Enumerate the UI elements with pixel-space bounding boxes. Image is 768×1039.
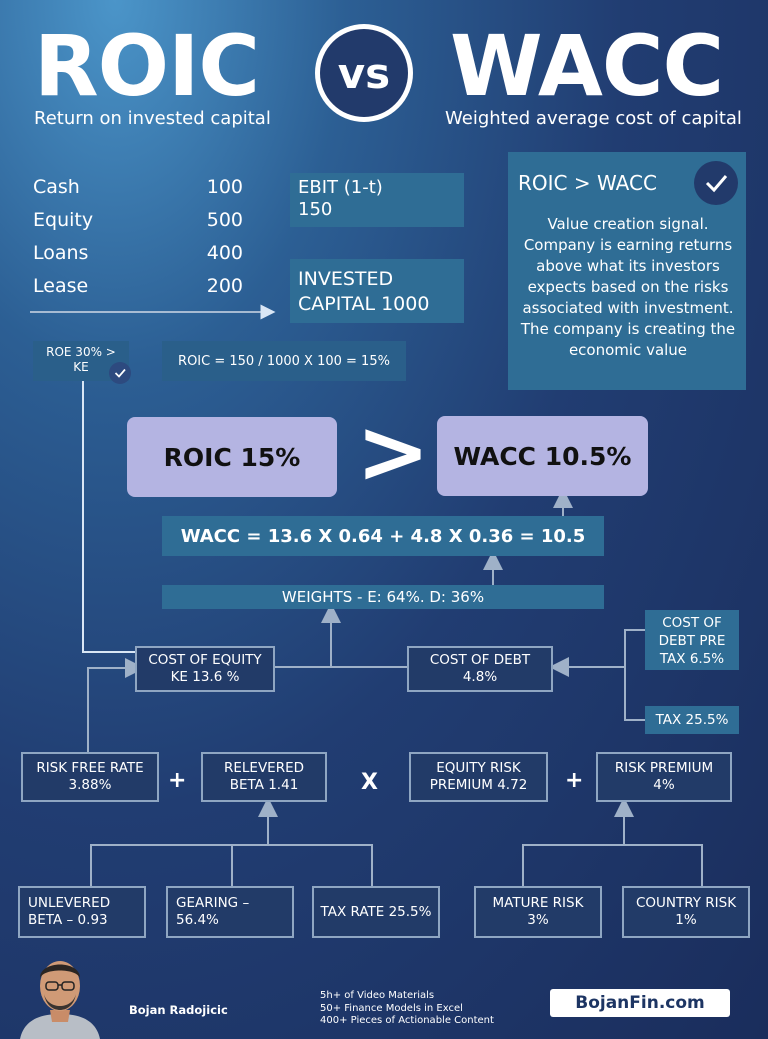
invested-capital-box: INVESTED CAPITAL 1000	[290, 259, 464, 323]
weights-text: WEIGHTS - E: 64%. D: 36%	[281, 588, 485, 606]
coe-line1: COST OF EQUITY	[148, 652, 262, 668]
unlevered-beta-box: UNLEVERED BETA – 0.93	[18, 886, 146, 938]
capital-value: 100	[206, 176, 243, 198]
author-avatar	[14, 948, 106, 1039]
invested-label: INVESTED	[298, 268, 394, 290]
wacc-result: WACC 10.5%	[453, 441, 632, 471]
erp-line1: EQUITY RISK	[436, 760, 521, 776]
capital-value: 200	[206, 275, 243, 297]
wacc-title: WACC	[450, 17, 724, 115]
codpt-line3: TAX 6.5%	[659, 651, 725, 667]
vs-badge: vs	[315, 24, 413, 122]
roe-line1: ROE 30% >	[46, 345, 116, 359]
capital-row-cash: Cash 100	[33, 176, 243, 209]
capital-label: Cash	[33, 176, 80, 198]
cost-of-debt-box: COST OF DEBT 4.8%	[407, 646, 553, 692]
roic-result: ROIC 15%	[163, 442, 301, 472]
cost-of-equity-box: COST OF EQUITY KE 13.6 %	[135, 646, 275, 692]
coe-line2: KE 13.6 %	[170, 669, 240, 685]
codpt-line2: DEBT PRE	[658, 633, 726, 649]
tax-box: TAX 25.5%	[645, 706, 739, 734]
tax-rate-text: TAX RATE 25.5%	[320, 903, 432, 920]
brand-badge[interactable]: BojanFin.com	[550, 989, 730, 1017]
footer-bullet: 50+ Finance Models in Excel	[320, 1002, 463, 1014]
cr-line1: COUNTRY RISK	[635, 895, 737, 911]
vs-label: vs	[337, 48, 391, 98]
erp-line2: PREMIUM 4.72	[429, 777, 528, 793]
mr-line1: MATURE RISK	[492, 895, 584, 911]
rf-line2: 3.88%	[68, 777, 112, 793]
wacc-formula: WACC = 13.6 X 0.64 + 4.8 X 0.36 = 10.5	[180, 525, 586, 547]
cod-line1: COST OF DEBT	[429, 652, 531, 668]
invested-value: CAPITAL 1000	[298, 293, 430, 315]
signal-text: Value creation signal. Company is earnin…	[520, 215, 736, 359]
ebit-box: EBIT (1-t) 150	[290, 173, 464, 227]
rb-line1: RELEVERED	[223, 760, 305, 776]
check-icon	[109, 362, 131, 384]
greater-than-sign: >	[356, 400, 430, 503]
tax-rate-box: TAX RATE 25.5%	[312, 886, 440, 938]
gearing-box: GEARING – 56.4%	[166, 886, 294, 938]
weights-box: WEIGHTS - E: 64%. D: 36%	[162, 585, 604, 609]
capital-value: 500	[206, 209, 243, 231]
wacc-result-box: WACC 10.5%	[437, 416, 648, 496]
mature-risk-box: MATURE RISK 3%	[474, 886, 602, 938]
wacc-subtitle: Weighted average cost of capital	[445, 108, 742, 129]
roic-formula: ROIC = 150 / 1000 X 100 = 15%	[178, 353, 390, 369]
ub-line1: UNLEVERED	[28, 895, 111, 911]
rp-line1: RISK PREMIUM	[614, 760, 714, 776]
wacc-formula-box: WACC = 13.6 X 0.64 + 4.8 X 0.36 = 10.5	[162, 516, 604, 556]
equity-risk-premium-box: EQUITY RISK PREMIUM 4.72	[409, 752, 548, 802]
gearing-line1: GEARING –	[176, 895, 250, 911]
capital-row-loans: Loans 400	[33, 242, 243, 275]
checkmark-icon	[694, 161, 738, 205]
capital-list: Cash 100 Equity 500 Loans 400 Lease 200	[33, 176, 243, 308]
country-risk-box: COUNTRY RISK 1%	[622, 886, 750, 938]
roic-subtitle: Return on invested capital	[34, 108, 271, 129]
cost-of-debt-pre-tax-box: COST OF DEBT PRE TAX 6.5%	[645, 610, 739, 670]
capital-row-lease: Lease 200	[33, 275, 243, 308]
footer-bullets: 5h+ of Video Materials 50+ Finance Model…	[320, 990, 494, 1028]
value-creation-box: ROIC > WACC Value creation signal. Compa…	[508, 152, 746, 390]
cod-line2: 4.8%	[462, 669, 498, 685]
footer-bullet: 5h+ of Video Materials	[320, 990, 435, 1001]
cr-line2: 1%	[675, 912, 697, 928]
relevered-beta-box: RELEVERED BETA 1.41	[201, 752, 327, 802]
codpt-line1: COST OF	[662, 615, 722, 631]
ebit-value: 150	[298, 199, 333, 220]
tax-text: TAX 25.5%	[655, 712, 729, 728]
capital-label: Equity	[33, 209, 94, 231]
capital-value: 400	[206, 242, 243, 264]
roic-result-box: ROIC 15%	[127, 417, 337, 497]
brand-name: BojanFin.com	[575, 993, 705, 1013]
risk-free-rate-box: RISK FREE RATE 3.88%	[21, 752, 159, 802]
gearing-line2: 56.4%	[176, 912, 219, 928]
multiply-sign: X	[361, 770, 378, 795]
ebit-label: EBIT (1-t)	[298, 177, 383, 198]
rp-line2: 4%	[653, 777, 675, 793]
capital-row-equity: Equity 500	[33, 209, 243, 242]
rf-line1: RISK FREE RATE	[36, 760, 144, 776]
roic-formula-box: ROIC = 150 / 1000 X 100 = 15%	[162, 341, 406, 381]
rb-line2: BETA 1.41	[229, 777, 299, 793]
plus-sign: +	[565, 768, 584, 793]
mr-line2: 3%	[527, 912, 549, 928]
ub-line2: BETA – 0.93	[28, 912, 108, 928]
signal-title: ROIC > WACC	[518, 171, 657, 195]
roic-title: ROIC	[34, 17, 260, 115]
roe-line2: KE	[73, 360, 89, 374]
author-name: Bojan Radojicic	[129, 1003, 228, 1017]
footer-bullet: 400+ Pieces of Actionable Content	[320, 1015, 494, 1026]
risk-premium-box: RISK PREMIUM 4%	[596, 752, 732, 802]
plus-sign: +	[168, 768, 187, 793]
capital-label: Loans	[33, 242, 89, 264]
capital-label: Lease	[33, 275, 89, 297]
